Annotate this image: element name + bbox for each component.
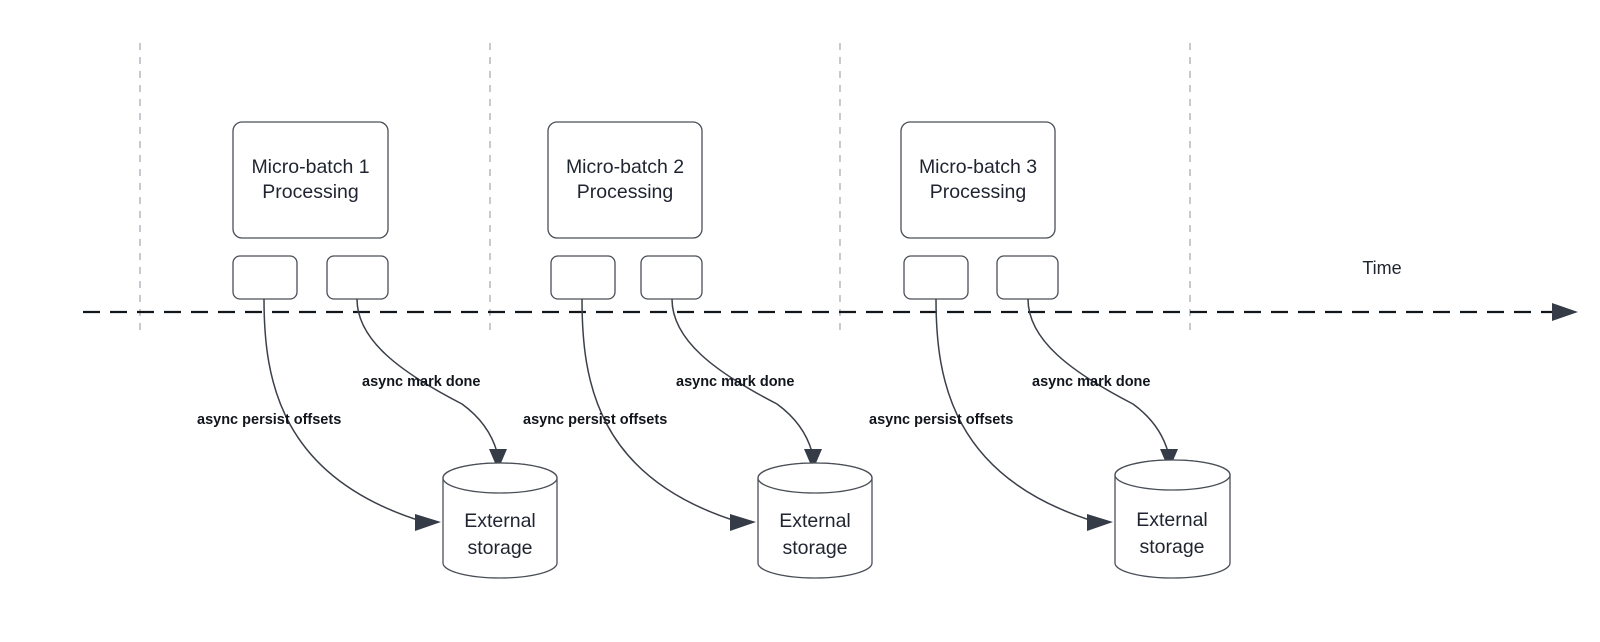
micro-batch-group-2: Micro-batch 2 Processing async persist o… [523, 121, 873, 579]
async-mark-done-curve-1 [356, 298, 498, 453]
async-mark-done-label-3: async mark done [1032, 374, 1150, 390]
micro-batch-2-task-box-2[interactable] [640, 255, 703, 300]
micro-batch-1-label-line2: Processing [262, 181, 358, 203]
micro-batch-1-task-box-2[interactable] [326, 255, 389, 300]
external-storage-label-3-line1: External [1136, 509, 1208, 531]
external-storage-label-2-line1: External [779, 510, 851, 532]
time-axis-label: Time [1362, 258, 1401, 278]
async-persist-offsets-label-2: async persist offsets [523, 412, 667, 428]
micro-batch-2-processing-box[interactable] [547, 121, 703, 239]
async-persist-offsets-curve-2 [581, 298, 740, 523]
micro-batch-group-3: Micro-batch 3 Processing async persist o… [869, 121, 1231, 579]
async-mark-done-label-2: async mark done [676, 374, 794, 390]
micro-batch-2-label-line1: Micro-batch 2 [566, 156, 684, 178]
micro-batch-3-label-line1: Micro-batch 3 [919, 156, 1037, 178]
async-mark-done-curve-3 [1027, 298, 1169, 453]
async-persist-offsets-curve-3 [935, 298, 1097, 523]
async-mark-done-arrowhead-icon-1 [489, 449, 507, 470]
micro-batch-1-processing-box[interactable] [232, 121, 389, 239]
micro-batch-group-1: Micro-batch 1 Processing async persist o… [197, 121, 558, 579]
async-mark-done-arrowhead-icon-2 [804, 449, 822, 470]
time-axis-arrowhead-icon [1552, 303, 1578, 321]
async-persist-offsets-label-3: async persist offsets [869, 412, 1013, 428]
async-mark-done-label-1: async mark done [362, 374, 480, 390]
external-storage-cylinder-2[interactable] [757, 462, 873, 579]
external-storage-label-2-line2: storage [782, 537, 847, 559]
micro-batch-2-task-box-1[interactable] [550, 255, 616, 300]
external-storage-label-1-line1: External [464, 510, 536, 532]
async-persist-offsets-curve-1 [263, 298, 425, 523]
micro-batch-3-task-box-2[interactable] [996, 255, 1059, 300]
external-storage-cylinder-1[interactable] [442, 462, 558, 579]
async-persist-offsets-arrowhead-icon-1 [415, 514, 441, 531]
micro-batch-3-processing-box[interactable] [900, 121, 1056, 239]
micro-batch-3-task-box-1[interactable] [903, 255, 969, 300]
micro-batch-1-task-box-1[interactable] [232, 255, 298, 300]
async-persist-offsets-arrowhead-icon-2 [730, 514, 756, 531]
external-storage-cylinder-3[interactable] [1114, 459, 1231, 579]
micro-batch-3-label-line2: Processing [930, 181, 1026, 203]
micro-batch-1-label-line1: Micro-batch 1 [251, 156, 369, 178]
async-mark-done-curve-2 [671, 298, 813, 453]
async-persist-offsets-label-1: async persist offsets [197, 412, 341, 428]
external-storage-label-3-line2: storage [1139, 536, 1204, 558]
micro-batch-2-label-line2: Processing [577, 181, 673, 203]
async-persist-offsets-arrowhead-icon-3 [1087, 514, 1113, 531]
external-storage-label-1-line2: storage [467, 537, 532, 559]
